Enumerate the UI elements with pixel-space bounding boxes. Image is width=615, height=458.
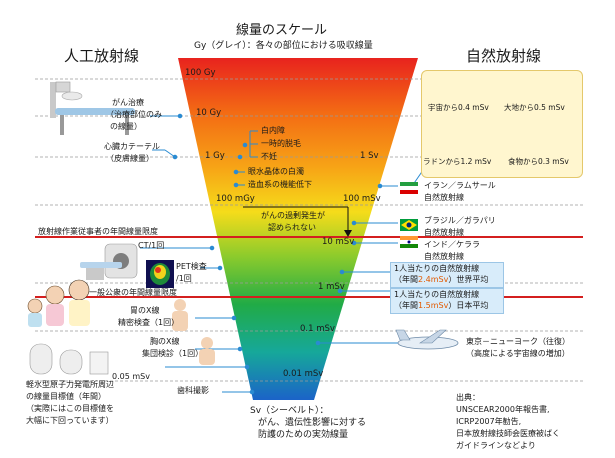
page-title: 線量のスケール [236, 23, 328, 38]
ct-label: CT/1回 [138, 241, 165, 250]
sv-definition-title: Sv（シーベルト）： [250, 406, 329, 416]
natural-sources-box [421, 70, 583, 178]
source-line2: ICRP2007年勧告, [456, 417, 522, 426]
cancer-note-line2: 認められない [268, 223, 316, 232]
sv-definition-line2: がん、遺伝性影響に対する [258, 418, 367, 428]
tick-1msv: 1 mSv [318, 282, 345, 292]
stomach-xray-note: 精密検査（1回） [118, 318, 180, 327]
japan-average-value: （年間1.5mSv）日本平均 [394, 301, 489, 310]
ct-scanner-illustration [80, 243, 138, 280]
food-label: 食物から0.3 mSv [508, 157, 569, 166]
family-illustration [27, 279, 90, 327]
sv-definition-line3: 防護のための実効線量 [258, 430, 349, 440]
cardiac-catheter-note: （皮膚線量） [106, 154, 154, 163]
world-average-label: 1人当たりの自然放射線 [394, 264, 480, 273]
pet-scan-image [146, 260, 174, 288]
dental-label: 歯科撮影 [177, 386, 209, 395]
airplane-illustration [395, 329, 459, 350]
effect-leaders [233, 130, 258, 188]
tick-100mgy: 100 mGy [216, 194, 255, 204]
tick-1gy: 1 Gy [205, 151, 225, 161]
brazil-label: ブラジル／ガラパリ [424, 216, 496, 225]
cancer-treatment-note1: （治療部位のみ [106, 110, 162, 119]
world-average-highlight [390, 262, 504, 288]
reactor-value: 0.05 mSv [112, 372, 150, 381]
reactor-label-3: （実際にはこの目標値を [26, 404, 114, 413]
tick-001msv: 0.01 mSv [283, 369, 324, 379]
pet-label: PET検査 [176, 262, 207, 271]
iran-label: イラン／ラムサール [424, 181, 496, 190]
worker-limit-label: 放射線作業従事者の年間線量限度 [38, 227, 158, 236]
flight-note: （高度による宇宙線の増加） [466, 349, 570, 358]
flags [400, 182, 418, 248]
effect-lens-opacity: 眼水晶体の白濁 [248, 167, 304, 176]
cancer-treatment-label: がん治療 [112, 98, 144, 107]
xray-person-illustration [172, 299, 215, 365]
gy-definition: Gy（グレイ）：各々の部位における吸収線量 [194, 41, 373, 51]
reactor-label-4: 大幅に下回っています） [26, 416, 114, 425]
japan-average-highlight [390, 288, 504, 314]
brazil-note: 自然放射線 [424, 228, 464, 237]
world-average-value: （年間2.4mSv）世界平均 [394, 275, 489, 284]
cancer-note-line1: がんの過剰発生が [261, 211, 325, 220]
tick-01msv: 0.1 mSv [300, 324, 335, 334]
artificial-header: 人工放射線 [64, 47, 140, 65]
artificial-leaders [140, 113, 255, 395]
tick-100msv: 100 mSv [343, 194, 381, 204]
effect-hair-loss: 一時的脱毛 [261, 139, 301, 148]
natural-leaders [315, 159, 431, 346]
reactor-label-2: の線量目標値（年間） [26, 392, 106, 401]
chest-xray-note: 集団検診（1回） [142, 349, 204, 358]
public-limit-label: 一般公衆の年間線量限度 [89, 288, 177, 297]
source-line1: UNSCEAR2000年報告書, [456, 405, 550, 414]
japan-average-label: 1人当たりの自然放射線 [394, 290, 480, 299]
source-line3: 日本放射線技師会医療被ばく [456, 429, 560, 438]
india-note: 自然放射線 [424, 252, 464, 261]
cardiac-catheter-label: 心臓カテーテル [104, 142, 160, 151]
india-label: インド／ケララ [424, 240, 480, 249]
tick-10gy: 10 Gy [196, 108, 222, 118]
stomach-xray-label: 胃のX線 [130, 306, 160, 315]
pet-label-2: /1回 [176, 274, 192, 283]
cosmic-label: 宇宙から0.4 mSv [428, 103, 489, 112]
dose-funnel [178, 58, 418, 400]
chest-xray-label: 胸のX線 [150, 337, 180, 346]
iran-note: 自然放射線 [424, 193, 464, 202]
source-line4: ガイドラインなどより [456, 441, 536, 450]
natural-header: 自然放射線 [466, 47, 542, 65]
patient-bed-illustration [50, 81, 135, 135]
power-plant-illustration [29, 343, 109, 375]
flight-label: 東京－ニューヨーク（往復） [466, 337, 570, 346]
tick-100gy: 100 Gy [185, 68, 216, 78]
reactor-label-1: 軽水型原子力発電所周辺 [26, 380, 114, 389]
effect-cataract: 白内障 [261, 126, 285, 135]
effect-hematopoietic: 造血系の機能低下 [248, 180, 312, 189]
tick-10msv: 10 mSv [322, 237, 355, 247]
earth-label: 大地から0.5 mSv [504, 103, 565, 112]
cancer-treatment-note2: の線量） [110, 122, 142, 131]
tick-1sv: 1 Sv [360, 151, 379, 161]
effect-sterility: 不妊 [261, 152, 277, 161]
source-heading: 出典： [456, 393, 480, 402]
radon-label: ラドンから1.2 mSv [423, 157, 492, 166]
